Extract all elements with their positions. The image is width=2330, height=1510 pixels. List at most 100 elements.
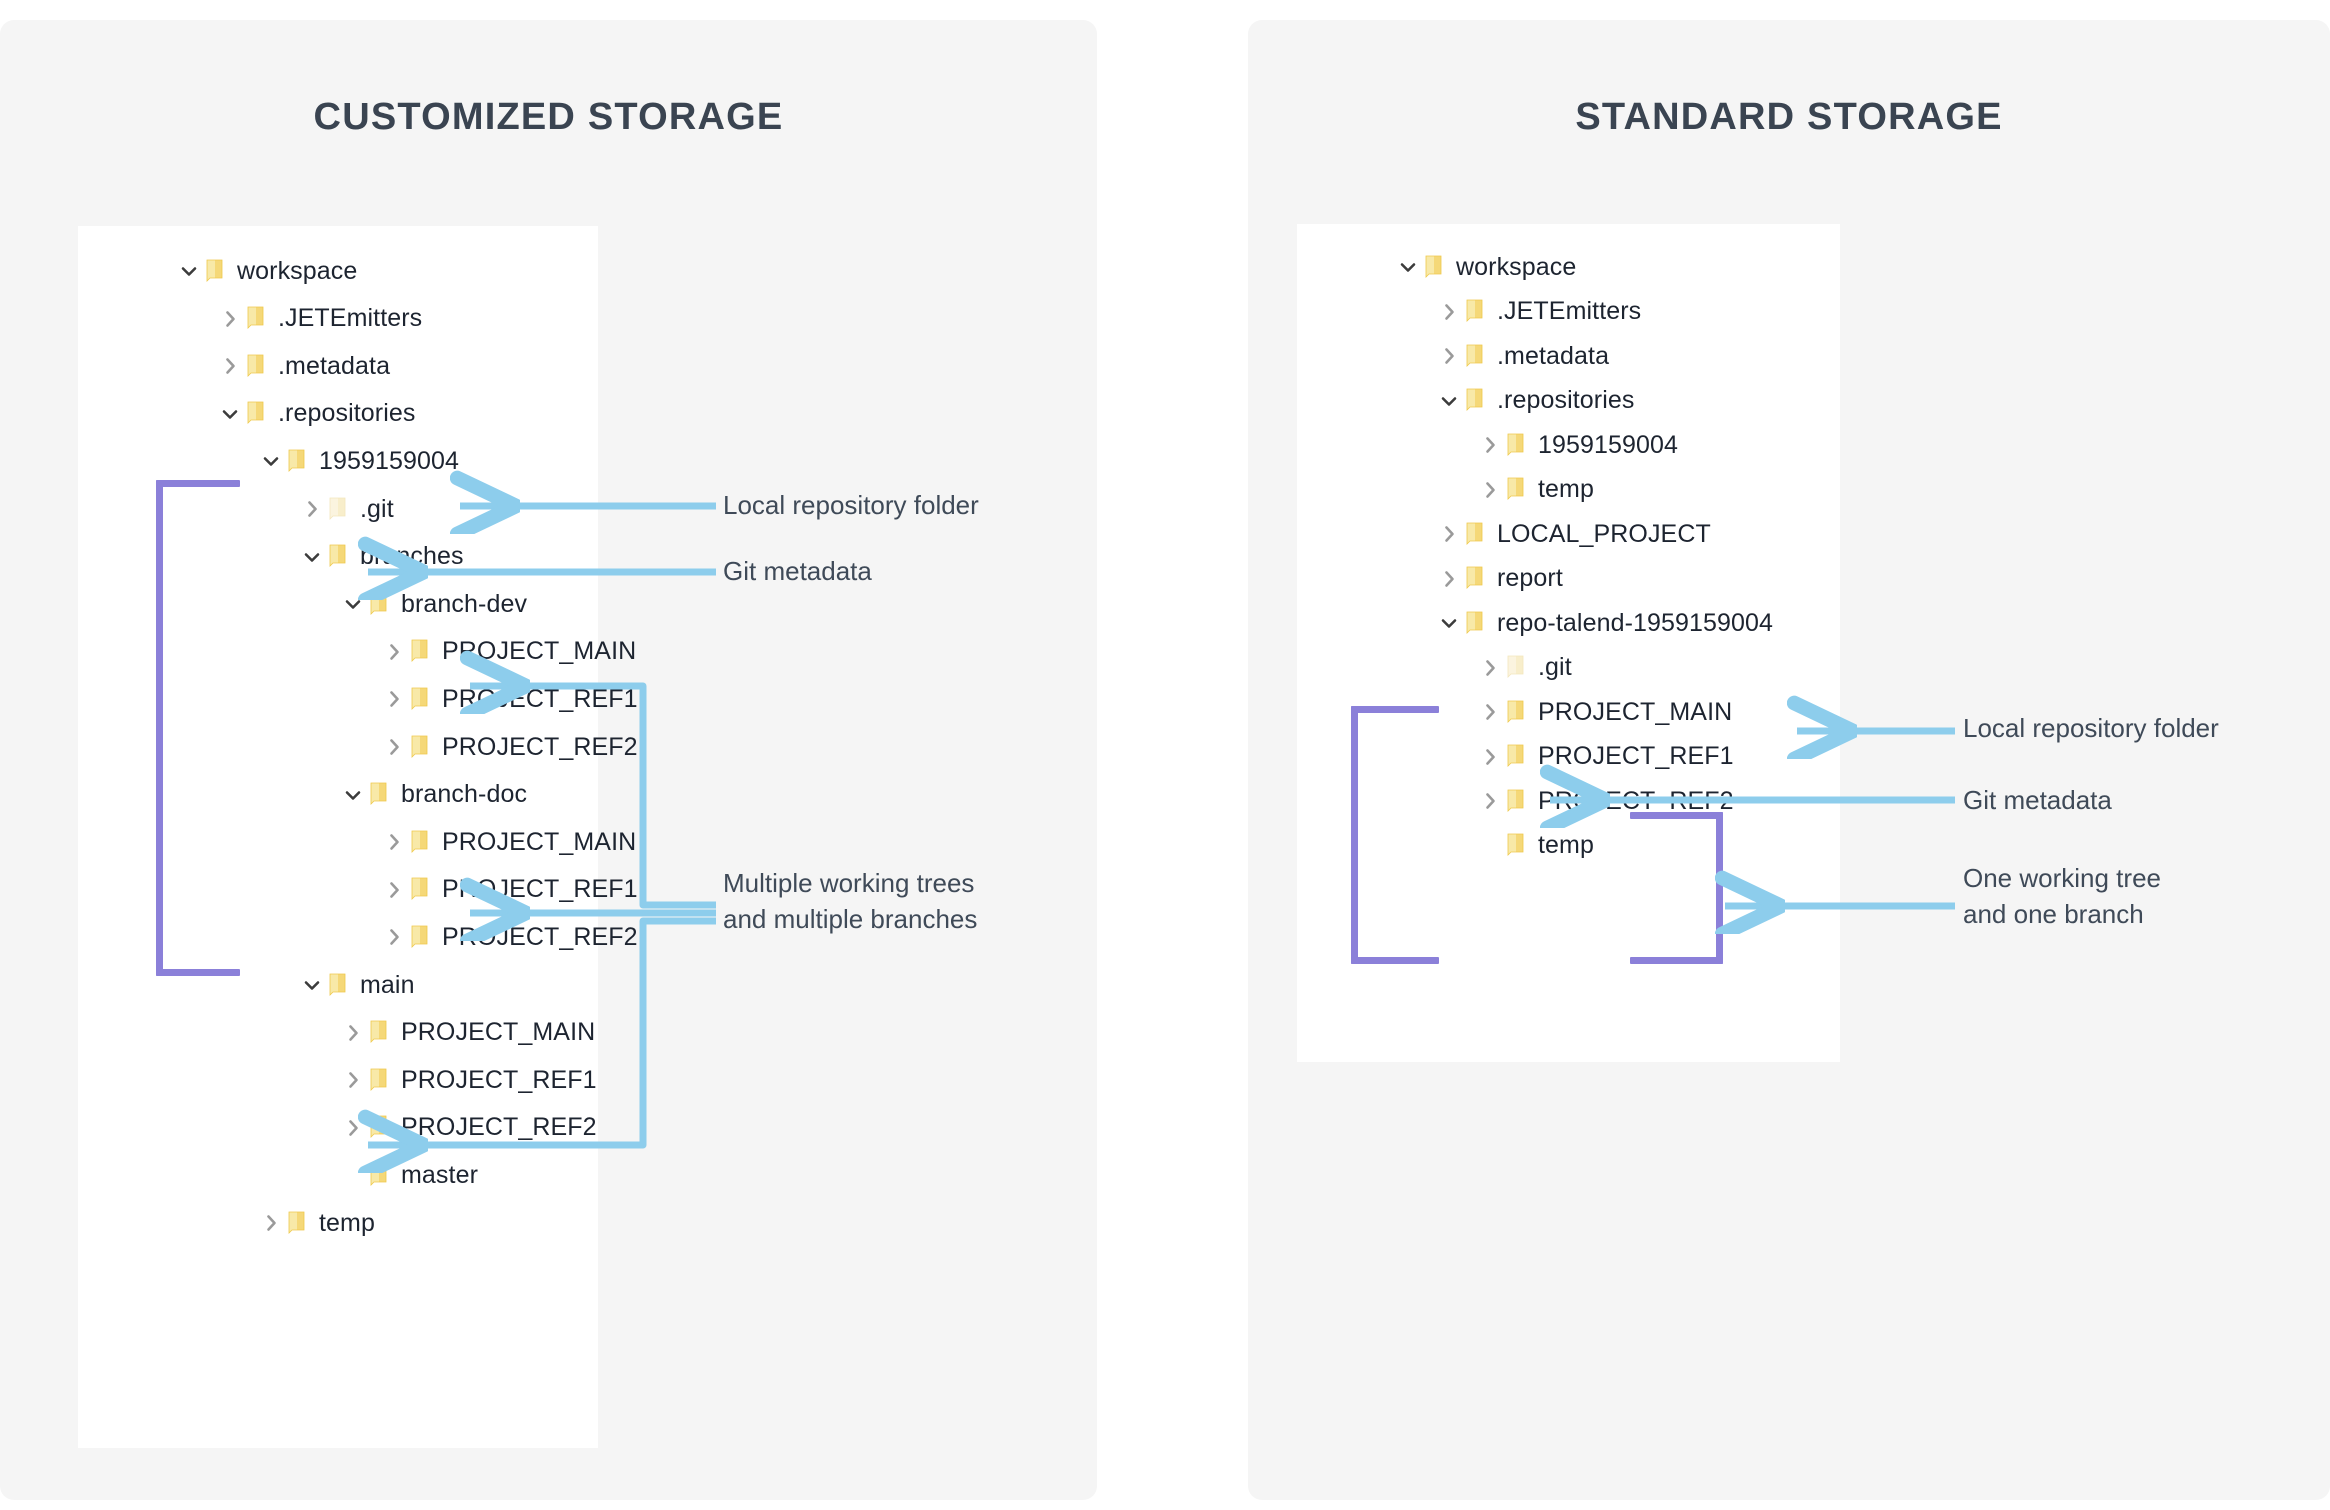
folder-icon	[407, 735, 433, 760]
tree-item-label: workspace	[237, 256, 358, 285]
tree-item-1959159004[interactable]: 1959159004	[258, 442, 459, 480]
chevron-down-icon[interactable]	[1436, 388, 1462, 414]
folder-icon	[243, 306, 269, 331]
chevron-down-icon[interactable]	[1395, 254, 1421, 280]
chevron-right-icon[interactable]	[381, 686, 407, 712]
tree-item-project-ref1[interactable]: PROJECT_REF1	[1477, 738, 1734, 776]
tree-item-project-ref2[interactable]: PROJECT_REF2	[381, 918, 638, 956]
tree-item-local-project[interactable]: LOCAL_PROJECT	[1436, 515, 1711, 553]
tree-item-label: .repositories	[278, 399, 416, 428]
chevron-down-icon[interactable]	[1436, 610, 1462, 636]
folder-icon	[1462, 611, 1488, 636]
chevron-right-icon[interactable]	[1477, 655, 1503, 681]
tree-item-branch-doc[interactable]: branch-doc	[340, 776, 527, 814]
tree-item-project-ref1[interactable]: PROJECT_REF1	[381, 680, 638, 718]
chevron-right-icon[interactable]	[381, 734, 407, 760]
tree-item-label: .repositories	[1497, 386, 1635, 414]
tree-item-project-ref2[interactable]: PROJECT_REF2	[381, 728, 638, 766]
tree-item-project-main[interactable]: PROJECT_MAIN	[381, 633, 636, 671]
chevron-none-icon	[340, 1162, 366, 1188]
tree-item-label: LOCAL_PROJECT	[1497, 519, 1711, 548]
chevron-none-icon	[1477, 833, 1503, 859]
folder-icon	[325, 973, 351, 998]
chevron-right-icon[interactable]	[340, 1115, 366, 1141]
chevron-right-icon[interactable]	[1436, 521, 1462, 547]
tree-item-jetemitters[interactable]: .JETEmitters	[1436, 293, 1641, 331]
folder-icon	[1462, 388, 1488, 413]
tree-item-label: temp	[1538, 475, 1594, 503]
tree-item-label: master	[401, 1160, 479, 1189]
tree-item-project-main[interactable]: PROJECT_MAIN	[340, 1014, 595, 1052]
tree-item-project-ref1[interactable]: PROJECT_REF1	[340, 1061, 597, 1099]
folder-icon	[407, 639, 433, 664]
chevron-down-icon[interactable]	[258, 448, 284, 474]
chevron-down-icon[interactable]	[299, 544, 325, 570]
tree-item-master[interactable]: master	[340, 1156, 478, 1194]
tree-item-branches[interactable]: branches	[299, 538, 464, 576]
tree-item-metadata[interactable]: .metadata	[217, 347, 390, 385]
tree-item-label: PROJECT_REF2	[401, 1113, 597, 1142]
chevron-down-icon[interactable]	[176, 258, 202, 284]
tree-item-project-ref2[interactable]: PROJECT_REF2	[340, 1109, 597, 1147]
chevron-right-icon[interactable]	[258, 1210, 284, 1236]
tree-item-label: temp	[1538, 831, 1594, 859]
chevron-down-icon[interactable]	[299, 972, 325, 998]
tree-item-temp[interactable]: temp	[1477, 827, 1594, 865]
chevron-right-icon[interactable]	[381, 639, 407, 665]
folder-icon	[202, 259, 228, 284]
tree-item-repo-talend-1959159004[interactable]: repo-talend-1959159004	[1436, 604, 1773, 642]
tree-item-project-ref1[interactable]: PROJECT_REF1	[381, 871, 638, 909]
chevron-down-icon[interactable]	[217, 401, 243, 427]
chevron-right-icon[interactable]	[381, 877, 407, 903]
chevron-right-icon[interactable]	[217, 306, 243, 332]
tree-item-metadata[interactable]: .metadata	[1436, 337, 1609, 375]
chevron-right-icon[interactable]	[1477, 477, 1503, 503]
tree-item-label: PROJECT_REF2	[442, 732, 638, 761]
tree-item-project-main[interactable]: PROJECT_MAIN	[381, 823, 636, 861]
tree-item-workspace[interactable]: workspace	[176, 252, 357, 290]
tree-item-label: PROJECT_REF1	[442, 875, 638, 904]
folder-icon	[243, 401, 269, 426]
tree-item-git[interactable]: .git	[299, 490, 394, 528]
folder-icon	[366, 782, 392, 807]
tree-item-repositories[interactable]: .repositories	[217, 395, 415, 433]
chevron-right-icon[interactable]	[1477, 699, 1503, 725]
chevron-right-icon[interactable]	[217, 353, 243, 379]
tree-item-report[interactable]: report	[1436, 560, 1563, 598]
folder-icon	[1462, 299, 1488, 324]
tree-item-project-main[interactable]: PROJECT_MAIN	[1477, 693, 1732, 731]
chevron-right-icon[interactable]	[381, 829, 407, 855]
panel-standard-storage-title: STANDARD STORAGE	[1575, 96, 2003, 138]
chevron-right-icon[interactable]	[1436, 566, 1462, 592]
folder-icon	[1462, 522, 1488, 547]
tree-item-git[interactable]: .git	[1477, 649, 1572, 687]
chevron-right-icon[interactable]	[1477, 432, 1503, 458]
tree-item-1959159004[interactable]: 1959159004	[1477, 426, 1678, 464]
folder-icon	[1503, 744, 1529, 769]
chevron-right-icon[interactable]	[381, 924, 407, 950]
tree-item-temp[interactable]: temp	[258, 1204, 375, 1242]
tree-item-label: PROJECT_MAIN	[442, 637, 637, 666]
tree-item-main[interactable]: main	[299, 966, 415, 1004]
chevron-right-icon[interactable]	[1477, 744, 1503, 770]
tree-item-temp[interactable]: temp	[1477, 471, 1594, 509]
folder-icon	[284, 449, 310, 474]
chevron-right-icon[interactable]	[1477, 788, 1503, 814]
tree-item-jetemitters[interactable]: .JETEmitters	[217, 300, 422, 338]
tree-item-repositories[interactable]: .repositories	[1436, 382, 1634, 420]
chevron-right-icon[interactable]	[1436, 343, 1462, 369]
note-git-metadata: Git metadata	[723, 556, 872, 586]
chevron-down-icon[interactable]	[340, 782, 366, 808]
folder-icon	[1503, 833, 1529, 858]
tree-item-branch-dev[interactable]: branch-dev	[340, 585, 527, 623]
chevron-right-icon[interactable]	[340, 1020, 366, 1046]
folder-icon	[1503, 789, 1529, 814]
tree-item-label: .git	[1538, 653, 1572, 681]
folder-icon	[1503, 477, 1529, 502]
chevron-right-icon[interactable]	[340, 1067, 366, 1093]
chevron-right-icon[interactable]	[299, 496, 325, 522]
tree-item-label: branch-dev	[401, 589, 528, 618]
chevron-down-icon[interactable]	[340, 591, 366, 617]
tree-item-workspace[interactable]: workspace	[1395, 248, 1576, 286]
chevron-right-icon[interactable]	[1436, 299, 1462, 325]
